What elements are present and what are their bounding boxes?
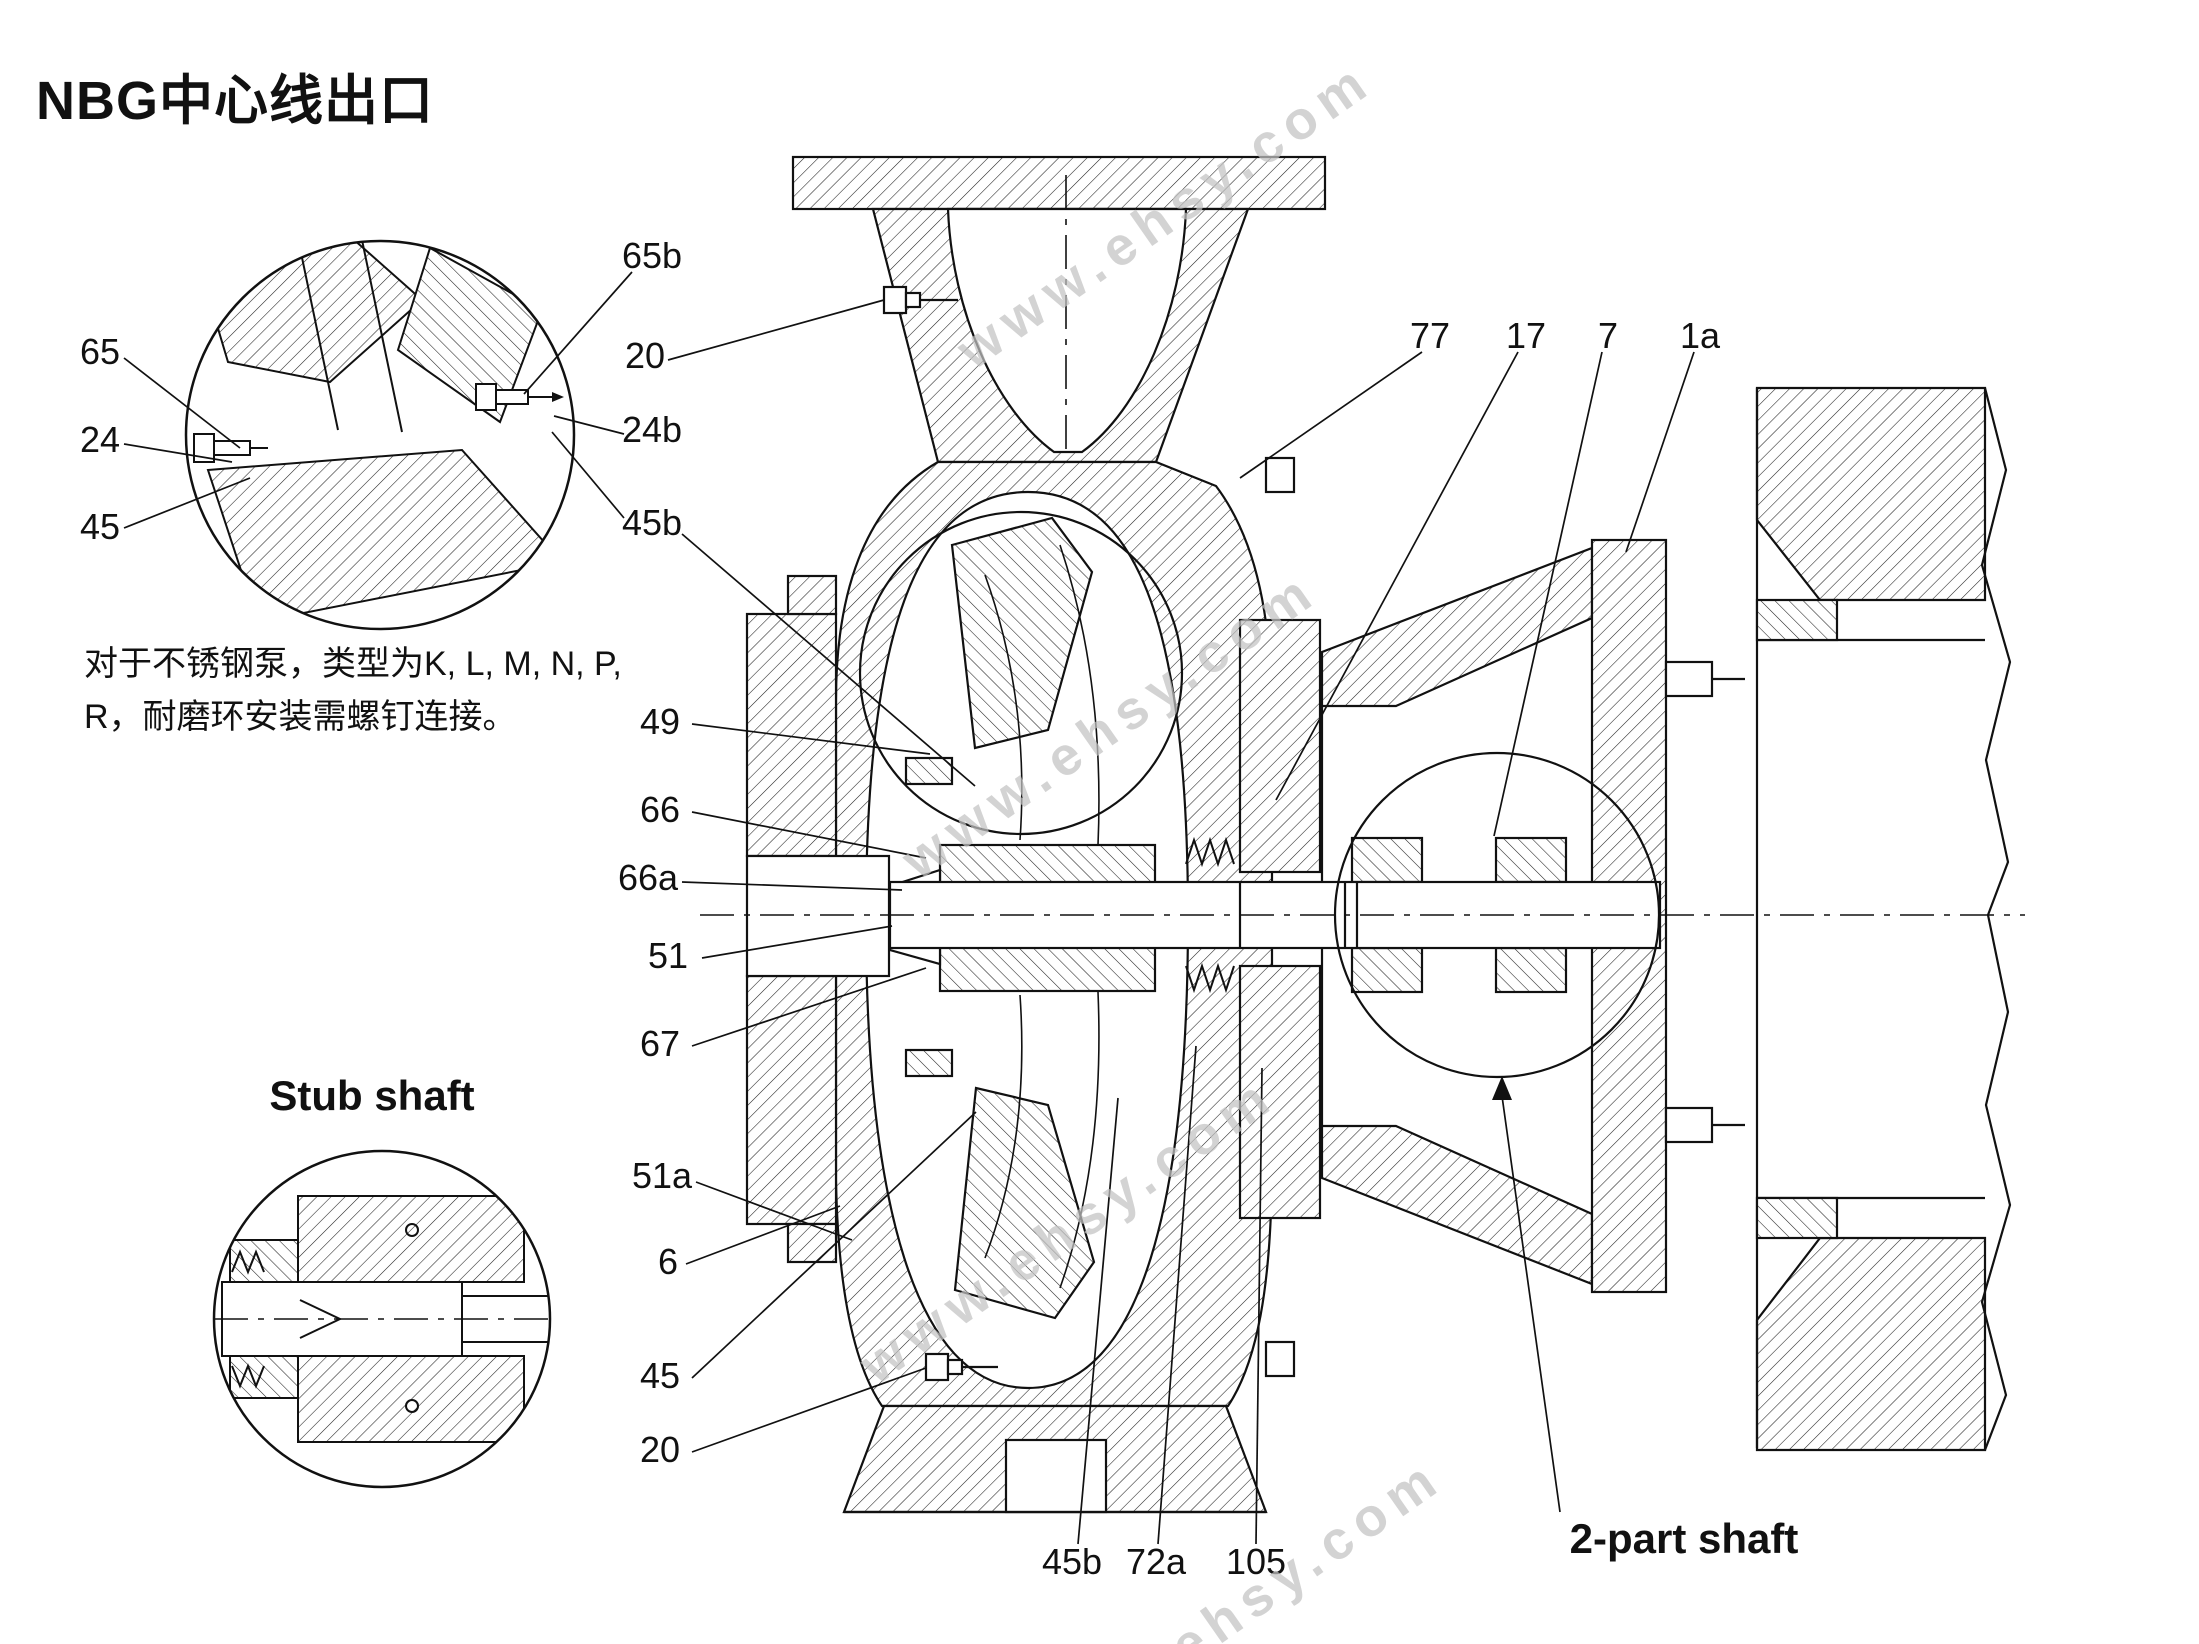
callout-72a: 72a bbox=[1125, 1541, 1187, 1582]
callout-20-top: 20 bbox=[624, 335, 666, 376]
seal-chamber bbox=[1185, 456, 1322, 1378]
bearing-bracket bbox=[1320, 546, 1594, 1286]
callout-66: 66 bbox=[639, 789, 681, 830]
two-part-shaft-label: 2-part shaft bbox=[1569, 1515, 1799, 1562]
stub-shaft-label: Stub shaft bbox=[269, 1072, 475, 1119]
plug-bottom bbox=[924, 1352, 998, 1382]
material-note-line2: R，耐磨环安装需螺钉连接。 bbox=[84, 697, 517, 736]
main-pump-view bbox=[700, 155, 2025, 1514]
seal-spring-upper bbox=[1185, 836, 1235, 868]
two-part-shaft-reference-circle bbox=[1333, 751, 1661, 1079]
callout-51: 51 bbox=[647, 935, 689, 976]
stub-shaft-detail-inset bbox=[212, 1149, 552, 1489]
callout-24b: 24b bbox=[621, 409, 683, 450]
support-foot bbox=[842, 1404, 1268, 1514]
page-title: NBG中心线出口 bbox=[36, 71, 434, 132]
callout-65b: 65b bbox=[621, 235, 683, 276]
two-part-shaft-arrow bbox=[1492, 1076, 1561, 1513]
callout-7: 7 bbox=[1597, 315, 1619, 356]
callout-1a: 1a bbox=[1679, 315, 1721, 356]
callout-leader-lines bbox=[123, 271, 1695, 1545]
callout-45b-main: 45b bbox=[1041, 1541, 1103, 1582]
callout-105: 105 bbox=[1225, 1541, 1287, 1582]
callout-49: 49 bbox=[639, 701, 681, 742]
discharge-flange bbox=[791, 155, 1327, 464]
callout-20-bottom: 20 bbox=[639, 1429, 681, 1470]
callout-6: 6 bbox=[657, 1241, 679, 1282]
plug-top bbox=[882, 285, 958, 315]
callout-65: 65 bbox=[79, 331, 121, 372]
callout-77: 77 bbox=[1409, 315, 1451, 356]
wear-ring-detail-inset bbox=[184, 239, 576, 631]
callout-67: 67 bbox=[639, 1023, 681, 1064]
wear-ring-detail-reference-circle bbox=[858, 510, 1184, 836]
motor-stool bbox=[1755, 386, 2012, 1452]
callout-66a: 66a bbox=[617, 857, 679, 898]
material-note-line1: 对于不锈钢泵，类型为K, L, M, N, P, bbox=[84, 645, 622, 683]
callout-45-main: 45 bbox=[639, 1355, 681, 1396]
callout-17: 17 bbox=[1505, 315, 1547, 356]
material-note: 对于不锈钢泵，类型为K, L, M, N, P, R，耐磨环安装需螺钉连接。 bbox=[84, 638, 622, 743]
break-line bbox=[1980, 387, 2012, 1451]
callout-45b-detail: 45b bbox=[621, 502, 683, 543]
callout-24: 24 bbox=[79, 419, 121, 460]
callout-51a: 51a bbox=[631, 1155, 693, 1196]
wear-ring-screw-right bbox=[475, 383, 564, 411]
seal-spring-lower bbox=[1185, 962, 1235, 994]
callout-45-detail: 45 bbox=[79, 506, 121, 547]
